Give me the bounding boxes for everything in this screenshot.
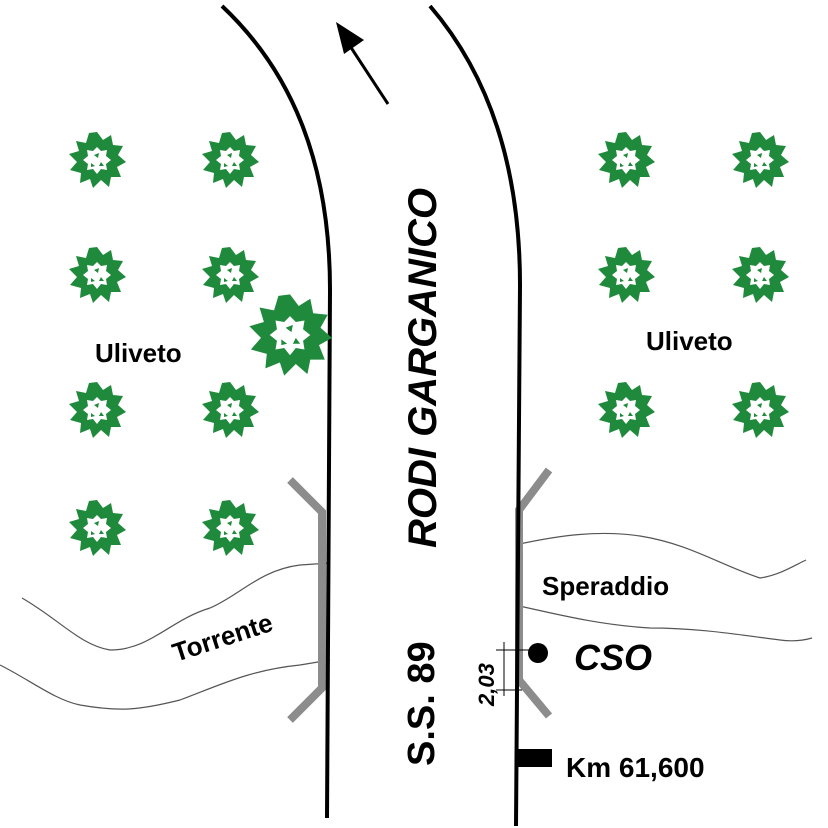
stream-label-left: Torrente <box>169 607 277 668</box>
km-label: Km 61,600 <box>566 752 705 783</box>
olive-tree-icon <box>598 132 655 188</box>
olive-tree-icon <box>202 500 259 556</box>
olive-tree-icon <box>69 247 126 303</box>
olive-tree-icon <box>69 500 126 556</box>
olive-tree-icon <box>202 382 259 438</box>
road-code-label: S.S. 89 <box>401 641 443 766</box>
stream-bank-left-lower <box>0 659 331 710</box>
olive-label-right: Uliveto <box>646 326 733 356</box>
olive-tree-icon <box>202 247 259 303</box>
olive-tree-icon <box>202 132 259 188</box>
olive-label-left: Uliveto <box>95 338 182 368</box>
olive-tree-icon <box>598 247 655 303</box>
stream-banks <box>0 532 813 710</box>
olive-grove-right <box>598 132 789 438</box>
km-marker-icon <box>516 749 552 767</box>
olive-tree-icon <box>732 247 789 303</box>
stream-bank-right-lower <box>514 604 813 642</box>
road-edge-right <box>428 4 523 827</box>
olive-tree-icon <box>249 294 333 376</box>
olive-tree-icon <box>69 132 126 188</box>
olive-tree-icon <box>598 382 655 438</box>
distance-label: 2,03 <box>474 663 499 707</box>
stream-bank-right-upper <box>514 532 807 579</box>
olive-tree-icon <box>69 382 126 438</box>
station-label: CSO <box>574 637 652 678</box>
station-dot-icon <box>528 643 548 663</box>
stream-label-right: Speraddio <box>542 571 669 601</box>
olive-tree-icon <box>732 382 789 438</box>
olive-tree-icon <box>732 132 789 188</box>
road <box>220 4 523 827</box>
stream-bank-left-upper <box>21 562 331 651</box>
direction-arrow-icon <box>336 22 390 105</box>
bridge-parapet-left <box>287 477 326 723</box>
road-edge-left <box>220 4 333 819</box>
road-name-label: RODI GARGANICO <box>401 188 445 548</box>
